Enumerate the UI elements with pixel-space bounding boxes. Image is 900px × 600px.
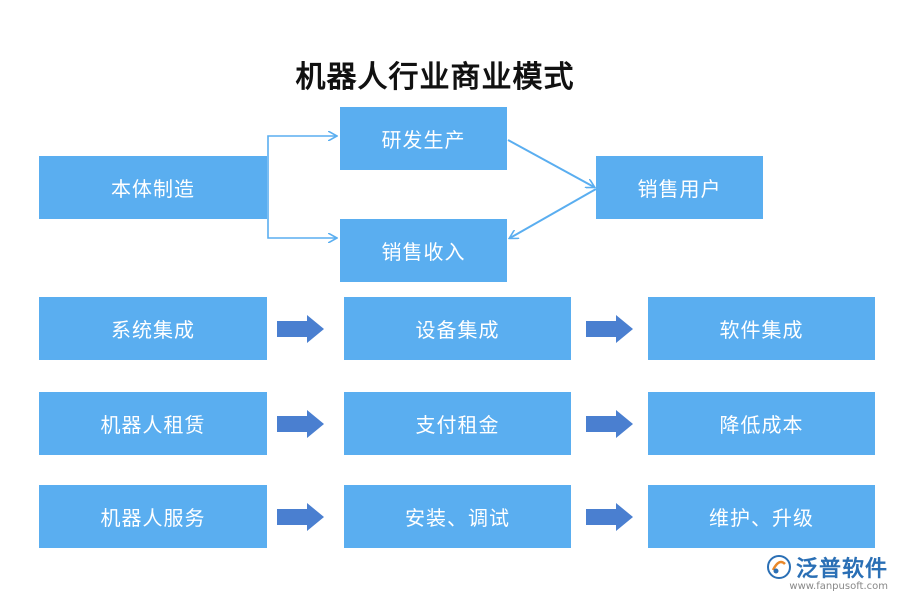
- box-label: 销售用户: [637, 177, 722, 201]
- box-label: 本体制造: [111, 177, 195, 201]
- box-label: 机器人服务: [100, 506, 206, 530]
- arrow-to-sales-income: [510, 188, 597, 238]
- box-label: 销售收入: [381, 240, 466, 264]
- arrow-to-sales-user: [507, 139, 594, 187]
- logo-name: 泛普软件: [795, 557, 888, 582]
- box-label: 研发生产: [381, 128, 466, 152]
- box-equipment-integration: 设备集成: [344, 297, 571, 360]
- block-arrow: [277, 503, 324, 531]
- box-system-integration: 系统集成: [39, 297, 267, 360]
- box-label: 系统集成: [111, 318, 195, 342]
- box-pay-rent: 支付租金: [344, 392, 571, 455]
- box-label: 降低成本: [719, 413, 804, 437]
- brand-logo: 泛普软件 www.fanpusoft.com: [766, 551, 888, 592]
- box-sales-user: 销售用户: [596, 156, 763, 219]
- block-arrow: [277, 315, 324, 343]
- box-label: 软件集成: [719, 318, 804, 342]
- block-arrow: [586, 503, 633, 531]
- block-arrow: [586, 315, 633, 343]
- block-arrow: [586, 410, 633, 438]
- box-label: 安装、调试: [405, 506, 510, 530]
- box-install-debug: 安装、调试: [344, 485, 571, 548]
- box-sales-income: 销售收入: [340, 219, 507, 282]
- box-robot-service: 机器人服务: [39, 485, 267, 548]
- box-reduce-cost: 降低成本: [648, 392, 875, 455]
- logo-url: www.fanpusoft.com: [789, 581, 888, 592]
- block-arrow: [277, 410, 324, 438]
- box-label: 机器人租赁: [100, 413, 206, 437]
- bracket-line: [267, 136, 336, 187]
- box-label: 设备集成: [415, 318, 500, 342]
- bracket-line-lower: [267, 187, 336, 238]
- box-software-integration: 软件集成: [648, 297, 875, 360]
- fanpu-logo-icon: [766, 555, 791, 579]
- box-label: 支付租金: [415, 413, 500, 437]
- box-robot-leasing: 机器人租赁: [39, 392, 267, 455]
- box-label: 维护、升级: [709, 506, 814, 530]
- box-body-manufacturing: 本体制造: [39, 156, 267, 219]
- diagram-title: 机器人行业商业模式: [295, 60, 575, 95]
- box-rnd-production: 研发生产: [340, 107, 507, 170]
- box-maintain-upgrade: 维护、升级: [648, 485, 875, 548]
